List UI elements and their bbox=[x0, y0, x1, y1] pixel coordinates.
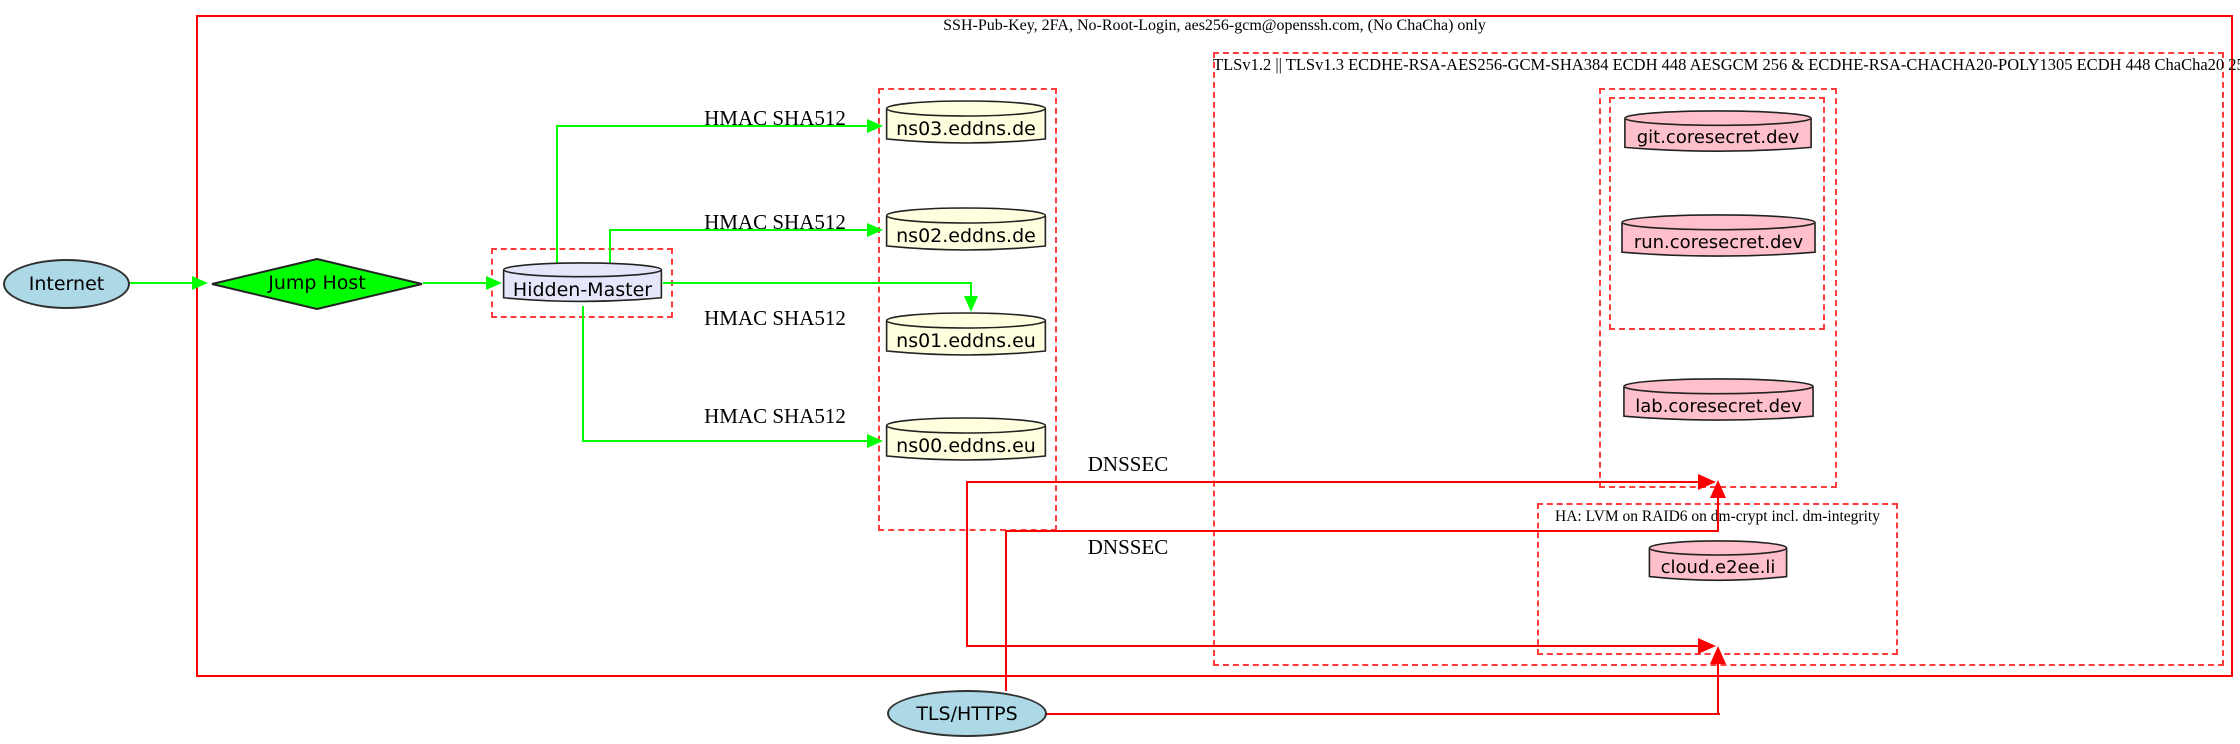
edge-dnssec-upper-horizontal bbox=[966, 481, 1700, 483]
arrowhead-dnssec-upper bbox=[1698, 474, 1716, 490]
cluster-ssh-box bbox=[196, 15, 2233, 677]
node-ns01-label: ns01.eddns.eu bbox=[896, 330, 1036, 353]
edge-internet-jumphost bbox=[130, 282, 193, 284]
cylinder-shape bbox=[885, 417, 1047, 465]
cylinder-shape bbox=[1620, 214, 1817, 261]
cluster-tls-label: TLSv1.2 || TLSv1.3 ECDHE-RSA-AES256-GCM-… bbox=[1213, 55, 2240, 74]
node-ns00-label: ns00.eddns.eu bbox=[896, 435, 1036, 458]
node-lab-coresecret-label: lab.coresecret.dev bbox=[1635, 395, 1802, 417]
edge-hiddenmaster-ns03-vertical bbox=[556, 125, 558, 263]
diamond-shape bbox=[210, 258, 424, 310]
node-git-coresecret-label: git.coresecret.dev bbox=[1636, 127, 1800, 149]
edge-label-hmac-2: HMAC SHA512 bbox=[704, 210, 846, 234]
edge-label-hmac-4: HMAC SHA512 bbox=[704, 404, 846, 428]
node-jump-host: Jump Host bbox=[210, 258, 424, 310]
edge-dnssec-lower-horizontal bbox=[966, 645, 1700, 647]
arrowhead-ns01 bbox=[964, 296, 978, 312]
cylinder-shape bbox=[1623, 110, 1813, 156]
arrowhead-internet-jumphost bbox=[192, 276, 208, 290]
node-ns03-label: ns03.eddns.de bbox=[896, 118, 1036, 141]
edge-tls-coresecret-vertical2 bbox=[1717, 496, 1719, 532]
cluster-coresecret-inner-box bbox=[1609, 97, 1825, 330]
node-run-coresecret-label: run.coresecret.dev bbox=[1633, 231, 1804, 253]
node-hidden-master-label: Hidden-Master bbox=[512, 278, 653, 301]
edge-label-dnssec-1: DNSSEC bbox=[1087, 452, 1169, 476]
node-hidden-master: Hidden-Master bbox=[502, 262, 663, 306]
edge-hiddenmaster-ns03-horizontal bbox=[556, 125, 868, 127]
node-ns02: ns02.eddns.de bbox=[885, 207, 1047, 255]
node-ns03: ns03.eddns.de bbox=[885, 100, 1047, 148]
edge-tls-ha-horizontal bbox=[1046, 713, 1720, 715]
node-cloud-e2ee: cloud.e2ee.li bbox=[1648, 540, 1788, 585]
node-ns00: ns00.eddns.eu bbox=[885, 417, 1047, 465]
node-run-coresecret: run.coresecret.dev bbox=[1620, 214, 1817, 261]
edge-hiddenmaster-ns00-vertical bbox=[582, 306, 584, 442]
node-internet-label: Internet bbox=[28, 273, 105, 295]
cylinder-shape bbox=[502, 262, 663, 306]
node-cloud-e2ee-label: cloud.e2ee.li bbox=[1660, 557, 1776, 579]
edge-dnssec-vertical bbox=[966, 481, 968, 647]
edge-hiddenmaster-ns02-vertical bbox=[609, 229, 611, 263]
edge-hiddenmaster-ns01-vertical bbox=[970, 282, 972, 297]
node-tls-https: TLS/HTTPS bbox=[887, 690, 1047, 737]
arrowhead-ns00 bbox=[867, 434, 883, 448]
arrowhead-ns02 bbox=[867, 223, 883, 237]
edge-hiddenmaster-ns02-horizontal bbox=[609, 229, 868, 231]
arrowhead-ns03 bbox=[867, 119, 883, 133]
node-internet: Internet bbox=[3, 259, 130, 309]
node-ns01: ns01.eddns.eu bbox=[885, 312, 1047, 360]
edge-jumphost-hiddenmaster bbox=[423, 282, 486, 284]
edge-tls-coresecret-horizontal bbox=[1005, 530, 1719, 532]
cylinder-shape bbox=[885, 207, 1047, 255]
arrowhead-dnssec-lower bbox=[1698, 638, 1716, 654]
edge-label-dnssec-2: DNSSEC bbox=[1087, 535, 1169, 559]
edge-hiddenmaster-ns00-horizontal bbox=[582, 440, 868, 442]
cluster-ssh-label: SSH-Pub-Key, 2FA, No-Root-Login, aes256-… bbox=[943, 17, 1486, 34]
arrowhead-jumphost-hiddenmaster bbox=[486, 276, 502, 290]
cylinder-shape bbox=[885, 312, 1047, 360]
node-jump-host-label: Jump Host bbox=[268, 272, 366, 294]
edge-label-hmac-3: HMAC SHA512 bbox=[704, 306, 846, 330]
edge-hiddenmaster-ns01-horizontal bbox=[663, 282, 972, 284]
node-git-coresecret: git.coresecret.dev bbox=[1623, 110, 1813, 156]
cylinder-shape bbox=[1622, 378, 1815, 425]
node-lab-coresecret: lab.coresecret.dev bbox=[1622, 378, 1815, 425]
cylinder-shape bbox=[885, 100, 1047, 148]
node-tls-https-label: TLS/HTTPS bbox=[916, 702, 1018, 725]
cylinder-shape bbox=[1648, 540, 1788, 585]
node-ns02-label: ns02.eddns.de bbox=[896, 225, 1036, 248]
edge-label-hmac-1: HMAC SHA512 bbox=[704, 106, 846, 130]
edge-tls-ha-vertical bbox=[1717, 662, 1719, 715]
edge-tls-coresecret-vertical1 bbox=[1005, 531, 1007, 691]
